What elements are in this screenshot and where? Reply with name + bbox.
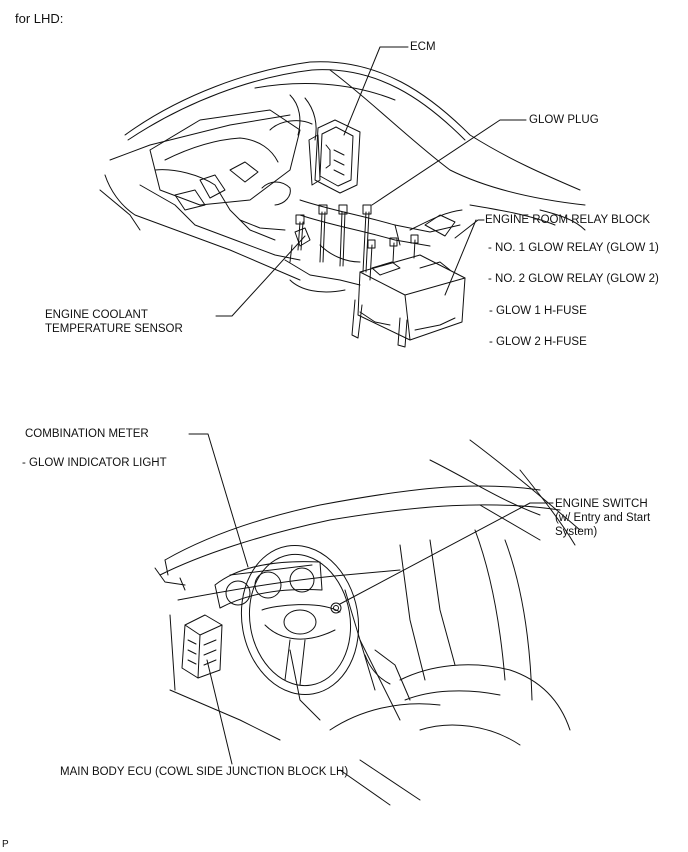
coolant-sensor-label-line2: TEMPERATURE SENSOR: [45, 323, 183, 335]
relay-item-glow1-fuse: - GLOW 1 H-FUSE: [489, 305, 587, 317]
coolant-sensor: [289, 227, 311, 263]
ecm-label: ECM: [410, 41, 436, 53]
ecm-unit: [308, 119, 361, 194]
relay-block-label: ENGINE ROOM RELAY BLOCK: [485, 214, 651, 226]
cabin-illustration: [154, 439, 581, 806]
glow-indicator-label: - GLOW INDICATOR LIGHT: [22, 457, 167, 469]
diagram-title: for LHD:: [15, 11, 64, 26]
engine-leader-lines: [215, 46, 527, 317]
combination-meter-label: COMBINATION METER: [25, 428, 149, 440]
steering-wheel: [240, 544, 360, 721]
engine-switch-label-line3: System): [555, 526, 598, 538]
glow-plug-label: GLOW PLUG: [529, 114, 599, 126]
figure-code: P: [2, 839, 9, 850]
engine-switch-label-line1: ENGINE SWITCH: [555, 498, 648, 510]
coolant-sensor-label-line1: ENGINE COOLANT: [45, 309, 148, 321]
main-body-ecu: [181, 614, 223, 679]
engine-room-relay-block: [351, 254, 466, 348]
combination-meter: [214, 561, 323, 609]
engine-bay-illustration: [99, 61, 586, 348]
relay-item-glow2-relay: - NO. 2 GLOW RELAY (GLOW 2): [488, 273, 659, 285]
cabin-leader-lines: [188, 433, 554, 765]
main-body-ecu-label: MAIN BODY ECU (COWL SIDE JUNCTION BLOCK …: [60, 766, 349, 778]
relay-item-glow1-relay: - NO. 1 GLOW RELAY (GLOW 1): [488, 242, 659, 254]
relay-item-glow2-fuse: - GLOW 2 H-FUSE: [489, 336, 587, 348]
engine-switch-label-line2: (w/ Entry and Start: [555, 512, 651, 524]
glow-plugs: [295, 204, 419, 281]
engine-switch: [330, 602, 342, 614]
